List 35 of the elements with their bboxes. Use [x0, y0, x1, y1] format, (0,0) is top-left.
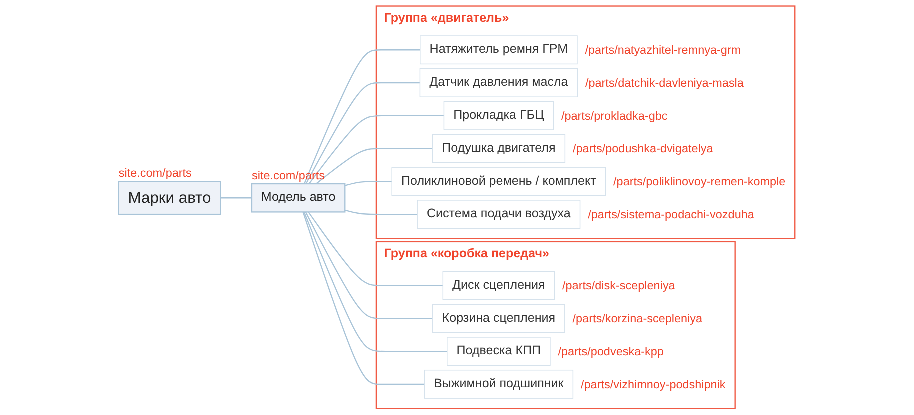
connector	[308, 115, 444, 184]
url-path: /parts/sistema-podachi-vozduha	[588, 208, 754, 222]
node-box: Датчик давления масла	[420, 68, 578, 98]
url-path: /parts/poliklinovoy-remen-komple	[614, 176, 786, 189]
connector	[306, 82, 420, 184]
connector	[344, 210, 418, 216]
connector	[305, 212, 433, 320]
node-box: Прокладка ГБЦ	[444, 101, 554, 130]
node-box: Подвеска КПП	[447, 337, 551, 366]
connector	[304, 50, 420, 184]
node-box: Подушка двигателя	[432, 134, 566, 164]
connector	[220, 198, 252, 199]
node-box: Корзина сцепления	[432, 304, 566, 334]
url-path: /parts/korzina-scepleniya	[572, 312, 703, 326]
node-box: Марки авто	[118, 181, 222, 216]
url-path: /parts/vizhimnoy-podshipnik	[581, 378, 726, 392]
url-path: site.com/parts	[118, 166, 192, 180]
connector	[304, 212, 448, 352]
url-path: /parts/prokladka-gbc	[561, 110, 668, 123]
node-box: Система подачи воздуха	[417, 200, 581, 230]
url-path: /parts/natyazhitel-remnya-grm	[585, 44, 742, 58]
node-box: Натяжитель ремня ГРМ	[420, 36, 578, 65]
url-path: /parts/disk-scepleniya	[562, 280, 676, 293]
url-path: /parts/datchik-davleniya-masla	[585, 76, 744, 90]
connector	[316, 148, 433, 184]
node-box: Модель авто	[251, 183, 346, 213]
url-path: site.com/parts	[252, 169, 326, 182]
connector	[308, 212, 444, 286]
node-box: Выжимной подшипник	[424, 370, 574, 399]
connector	[344, 181, 392, 186]
node-box: Диск сцепления	[442, 271, 556, 300]
url-path: /parts/podveska-kpp	[558, 346, 664, 358]
url-path: /parts/podushka-dvigatelya	[573, 142, 714, 156]
node-box: Поликлиновой ремень / комплект	[392, 167, 606, 196]
connector	[302, 212, 425, 386]
